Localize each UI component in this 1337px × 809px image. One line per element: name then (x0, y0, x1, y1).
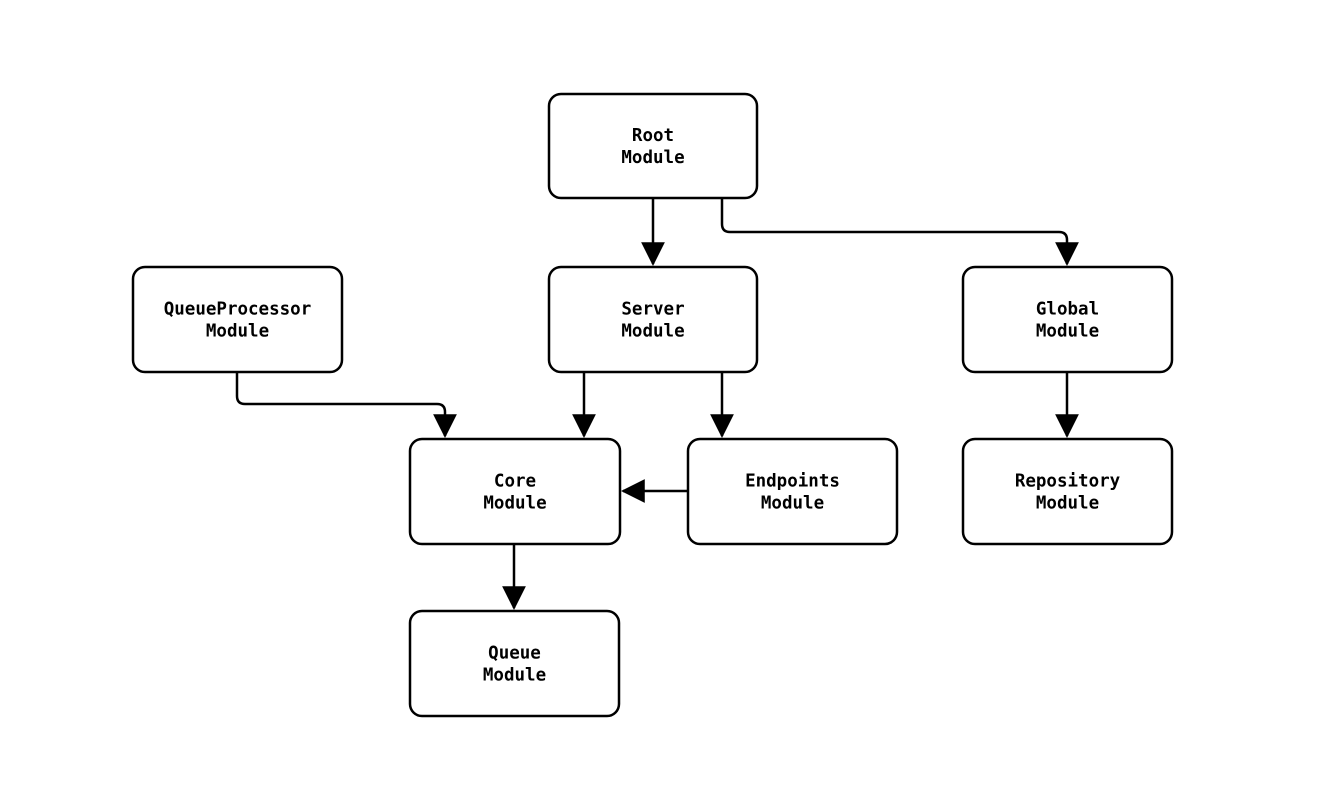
node-endpoints-box (686, 437, 899, 546)
node-root-label-line-1: Module (621, 148, 684, 168)
node-root-box (547, 92, 759, 200)
node-repository-label-line-0: Repository (1015, 472, 1121, 492)
node-server-label-line-0: Server (621, 300, 684, 320)
node-core-box (408, 437, 622, 546)
node-server-box (547, 265, 759, 374)
node-global-box (961, 265, 1174, 374)
node-repository-box (961, 437, 1174, 546)
edge-root-to-global (720, 198, 1079, 266)
node-endpoints-label-line-1: Module (761, 494, 824, 514)
node-queueprocessor-box (131, 265, 344, 374)
edges-layer (235, 198, 1079, 610)
node-server-label-line-1: Module (621, 322, 684, 342)
node-global-label-line-1: Module (1036, 322, 1099, 342)
node-core-label-line-1: Module (483, 494, 546, 514)
edge-queueprocessor-to-core (235, 372, 457, 438)
node-endpoints-label-line-0: Endpoints (745, 472, 840, 492)
node-core-label-line-0: Core (494, 472, 536, 492)
node-queueprocessor-label-line-1: Module (206, 322, 269, 342)
node-root-label-line-0: Root (632, 126, 674, 146)
node-queueprocessor-label-line-0: QueueProcessor (164, 300, 312, 320)
node-queue-label-line-0: Queue (488, 644, 541, 664)
node-global-label-line-0: Global (1036, 300, 1099, 320)
node-queue-label-line-1: Module (483, 666, 546, 686)
node-queue-box (408, 609, 621, 718)
node-repository-label-line-1: Module (1036, 494, 1099, 514)
